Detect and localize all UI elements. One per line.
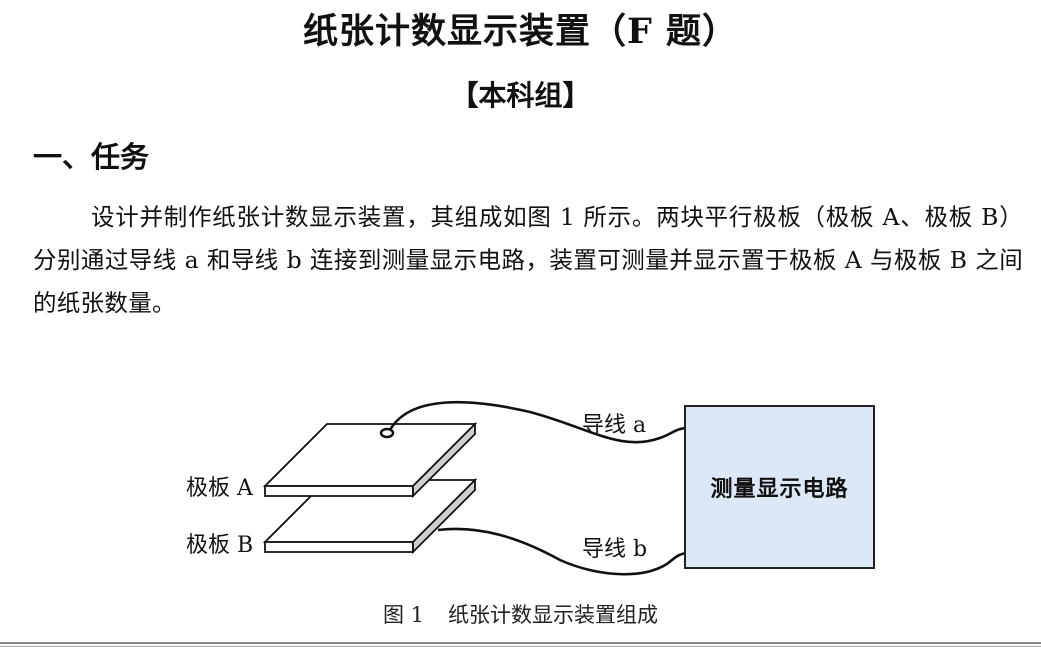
- wire-a: [388, 400, 689, 444]
- section-heading: 一、任务: [33, 140, 150, 174]
- figure-1: 测量显示电路 极板 A 极板 B 导线 a 导线 b: [0, 380, 1041, 590]
- wire-a-label: 导线 a: [582, 413, 647, 438]
- wire-b: [437, 527, 691, 576]
- wire-b-label: 导线 b: [582, 537, 648, 562]
- plate-b-label: 极板 B: [186, 533, 254, 558]
- document-title: 纸张计数显示装置（F 题）: [302, 11, 739, 52]
- caption-number: 图 1: [382, 603, 425, 627]
- plate-a-shape: [262, 421, 478, 499]
- page-bottom-rule: [0, 642, 1041, 644]
- figure-caption: 图 1 纸张计数显示装置组成: [0, 600, 1041, 630]
- measurement-display-circuit-box: 测量显示电路: [684, 405, 875, 569]
- task-paragraph: 设计并制作纸张计数显示装置，其组成如图 1 所示。两块平行极板（极板 A、极板 …: [33, 203, 1023, 317]
- page-bottom-rule-secondary: [0, 646, 1041, 647]
- caption-text: 纸张计数显示装置组成: [448, 603, 659, 627]
- plates-and-wires-diagram: [262, 400, 706, 576]
- plate-a-label: 极板 A: [186, 476, 253, 501]
- document-subtitle: 【本科组】: [450, 79, 591, 112]
- circuit-label: 测量显示电路: [710, 477, 849, 502]
